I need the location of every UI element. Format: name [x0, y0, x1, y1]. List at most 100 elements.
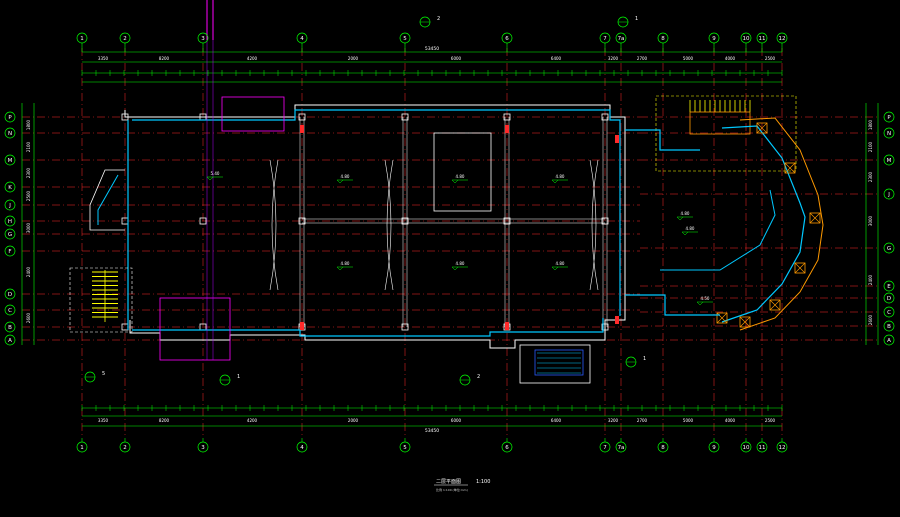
building-walls [89, 104, 626, 349]
axis-bubble-right-1-circle [883, 127, 895, 139]
axis-bubble-right-0-circle [883, 111, 895, 123]
building-details [69, 40, 824, 384]
axis-bubble-bottom-2-label: 3 [201, 445, 205, 451]
left-stair-frame [69, 267, 133, 333]
axis-bubble-right-3-label: J [887, 192, 890, 198]
dim-right-value: 2400 [868, 274, 873, 285]
axis-bubble-left-6-circle [4, 228, 16, 240]
axis-bubble-bottom-6-label: 7 [603, 445, 607, 451]
axis-bubble-right-5-circle [883, 280, 895, 292]
axis-bubble-right-1-label: N [887, 131, 891, 137]
structural-column [401, 217, 409, 225]
axis-bubble-left-4-circle [4, 199, 16, 211]
axis-bubble-top-5-label: 6 [505, 36, 509, 42]
left-wing-cyan [97, 174, 119, 225]
column-cross [716, 312, 728, 324]
right-connector-top [625, 129, 700, 151]
axis-bubble-right-8-circle [883, 320, 895, 332]
axis-bubble-left-10-label: B [8, 325, 12, 331]
axis-bubble-bottom-3-label: 4 [300, 445, 304, 451]
axis-bubble-left-7-label: F [8, 249, 11, 255]
room-elevation-label: 4.50 [701, 296, 710, 301]
axis-bubble-top-3-label: 4 [300, 36, 304, 42]
axis-bubble-top-7-label: 7a [618, 36, 625, 42]
axis-grid-lines [22, 48, 880, 438]
axis-bubble-right-7-label: C [887, 310, 891, 316]
axis-bubble-bottom-5-label: 6 [505, 445, 509, 451]
column-cross [756, 122, 768, 134]
cyan-wall-top [132, 109, 621, 316]
right-connector-bottom [625, 294, 720, 316]
curved-column [269, 159, 279, 291]
right-stair-frame [655, 95, 797, 172]
curved-column-box [784, 162, 796, 174]
room-elevation-label: 4.80 [456, 261, 465, 266]
elevation-triangle [696, 301, 704, 306]
dim-left-value: 2600 [26, 312, 31, 323]
axis-bubble-bottom-4-label: 5 [403, 445, 407, 451]
axis-bubble-left-4-label: J [8, 203, 11, 209]
dim-bottom-value: 6000 [451, 418, 462, 423]
axis-bubble-top-2-label: 3 [201, 36, 205, 42]
curved-column-box [716, 312, 728, 324]
axis-bubble-top-10-label: 10 [743, 36, 750, 42]
structural-column [503, 113, 511, 121]
axis-bubbles: 112233445566777a7a8899101011111212PNMKJH… [4, 32, 895, 453]
structural-column [199, 217, 207, 225]
axis-bubble-bottom-8-label: 8 [661, 445, 665, 451]
axis-bubble-left-8-label: D [8, 292, 12, 298]
axis-bubble-right-7-circle [883, 306, 895, 318]
axis-bubble-right-6-label: D [887, 296, 891, 302]
axis-bubble-top-9-label: 9 [712, 36, 716, 42]
column-cross [784, 162, 796, 174]
axis-bubble-left-3-circle [4, 181, 16, 193]
dim-bottom-value: 6400 [551, 418, 562, 423]
section-callout-number: 1 [643, 356, 646, 362]
dim-bottom-value: 2700 [637, 418, 648, 423]
axis-bubble-left-0-label: P [8, 115, 12, 121]
axis-bubble-left-1-circle [4, 127, 16, 139]
elevation-triangle [551, 179, 559, 184]
axis-bubble-right-6-circle [883, 292, 895, 304]
structural-column [401, 323, 409, 331]
magenta-room-top [221, 96, 285, 132]
axis-bubble-right-8-label: B [887, 324, 891, 330]
room-elevation-label: 4.80 [341, 261, 350, 266]
dim-right-value: 2100 [868, 141, 873, 152]
red-marker [300, 125, 304, 133]
axis-bubble-left-7-circle [4, 245, 16, 257]
section-callout-number: 1 [635, 16, 638, 22]
axis-bubble-right-3-circle [883, 188, 895, 200]
dim-top-value: 5000 [683, 56, 694, 61]
axis-bubble-bottom-12-label: 12 [779, 445, 786, 451]
axis-bubble-bottom-1-label: 2 [123, 445, 127, 451]
dim-left-value: 2100 [26, 141, 31, 152]
axis-bubble-top-0-label: 1 [80, 36, 84, 42]
drawing-scale: 1:100 [476, 479, 490, 485]
axis-bubble-top-8-label: 8 [661, 36, 665, 42]
magenta-room-bottom [159, 297, 231, 361]
axis-bubble-left-5-circle [4, 215, 16, 227]
red-marker [505, 125, 509, 133]
structural-column [601, 113, 609, 121]
column-cross [769, 299, 781, 311]
axis-bubble-bottom-10-label: 10 [743, 445, 750, 451]
dim-top-value: 4000 [725, 56, 736, 61]
right-curved-wall-outer [739, 117, 824, 331]
dim-right-value: 3000 [868, 215, 873, 226]
dim-top-value: 2000 [348, 56, 359, 61]
right-curved-wall-inner [721, 125, 806, 323]
axis-bubble-top-4-label: 5 [403, 36, 407, 42]
main-outer-wall [124, 104, 626, 349]
right-landing [689, 111, 751, 135]
room-elevation-label: 4.80 [681, 211, 690, 216]
dim-bottom-overall: 53450 [425, 428, 439, 434]
dim-top-value: 2700 [637, 56, 648, 61]
section-callout-number: 2 [477, 374, 480, 380]
dim-right-value: 2600 [868, 314, 873, 325]
structural-column [601, 323, 609, 331]
dim-left-value: 2500 [26, 190, 31, 201]
room-elevation-label: 4.80 [456, 174, 465, 179]
